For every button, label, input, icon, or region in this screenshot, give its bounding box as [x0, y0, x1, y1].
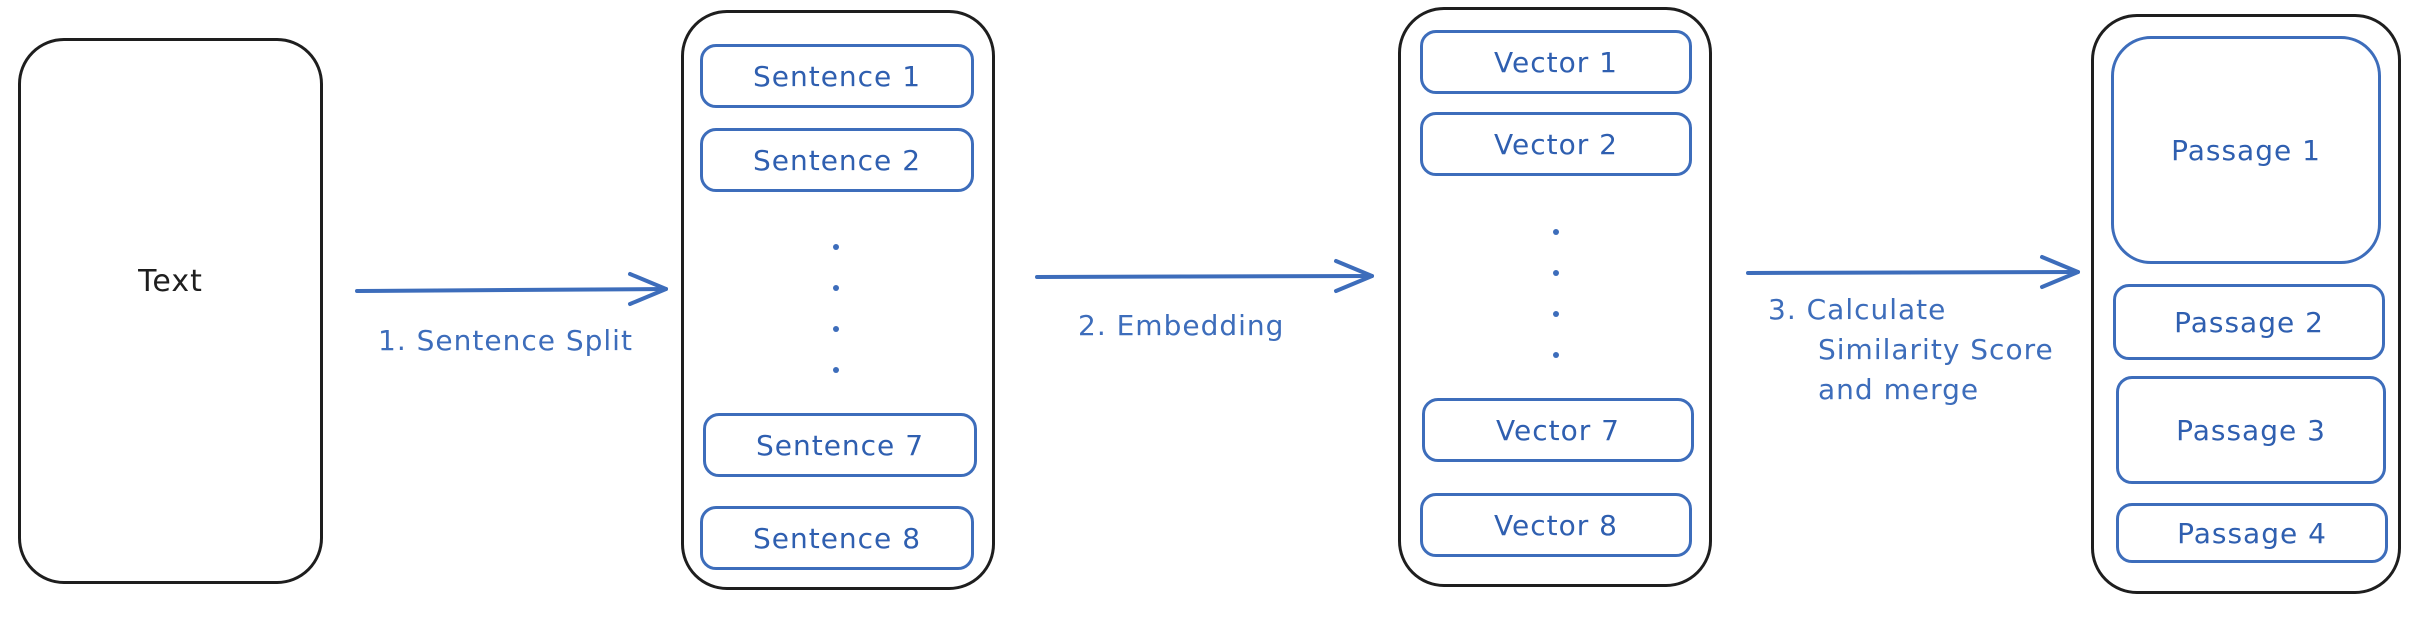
ellipsis-dot	[1553, 270, 1559, 276]
vectors-panel	[1398, 7, 1712, 587]
passage-box: Passage 4	[2116, 503, 2388, 563]
sentence-box: Sentence 7	[703, 413, 977, 477]
ellipsis-dot	[833, 326, 839, 332]
ellipsis-dot	[833, 244, 839, 250]
step-merge-label-line3: and merge	[1818, 373, 1980, 406]
step-merge-label-line1: 3. Calculate	[1768, 293, 1947, 326]
passage-box: Passage 2	[2113, 284, 2385, 360]
vector-box: Vector 7	[1422, 398, 1694, 462]
vector-box: Vector 2	[1420, 112, 1692, 176]
ellipsis-dot	[1553, 229, 1559, 235]
ellipsis-dot	[833, 285, 839, 291]
ellipsis-dot	[1553, 352, 1559, 358]
sentence-box: Sentence 2	[700, 128, 974, 192]
arrow-split	[355, 272, 668, 306]
arrow-merge	[1746, 255, 2080, 289]
sentence-box: Sentence 8	[700, 506, 974, 570]
passage-box: Passage 1	[2111, 36, 2381, 264]
vector-box: Vector 1	[1420, 30, 1692, 94]
step-sentence-split-label: 1. Sentence Split	[378, 324, 633, 357]
vector-box: Vector 8	[1420, 493, 1692, 557]
step-embedding-label: 2. Embedding	[1078, 309, 1285, 342]
text-label: Text	[138, 263, 203, 299]
passages-panel	[2091, 14, 2401, 594]
arrow-embedding	[1035, 259, 1374, 293]
ellipsis-dot	[1553, 311, 1559, 317]
passage-box: Passage 3	[2116, 376, 2386, 484]
text-panel: Text	[18, 38, 323, 584]
ellipsis-dot	[833, 367, 839, 373]
step-merge-label-line2: Similarity Score	[1818, 333, 2054, 366]
sentence-box: Sentence 1	[700, 44, 974, 108]
